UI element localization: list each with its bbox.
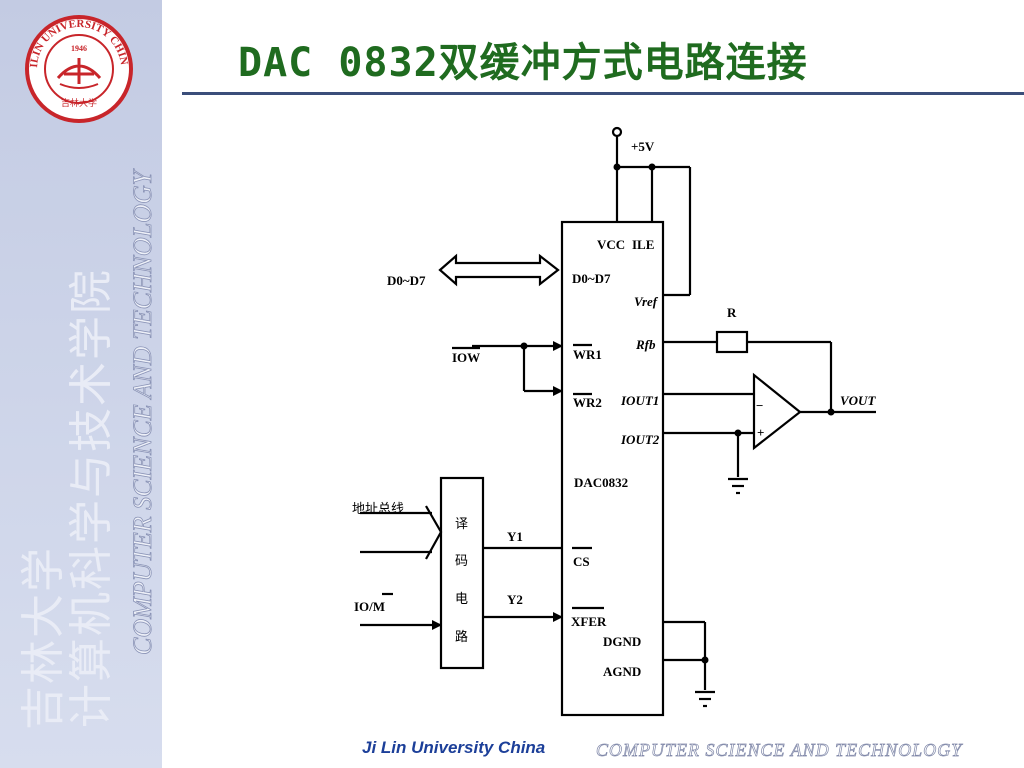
pin-wr2: WR2 bbox=[573, 395, 602, 410]
title-divider bbox=[182, 92, 1024, 95]
logo-seal-text: 吉林大学 bbox=[61, 97, 97, 108]
logo-year: 1946 bbox=[71, 44, 87, 53]
iow-label: IOW bbox=[452, 350, 480, 365]
decoder-char-3: 电 bbox=[455, 592, 468, 607]
pin-wr1: WR1 bbox=[573, 347, 602, 362]
circuit-diagram: +5V D0~D7 VCC ILE D0~D7 Vref Rfb WR1 WR2… bbox=[352, 126, 876, 717]
iom-label: IO/M bbox=[354, 599, 385, 614]
footer-department: COMPUTER SCIENCE AND TECHNOLOGY bbox=[596, 740, 963, 761]
supply-label: +5V bbox=[631, 139, 655, 154]
decoder-box bbox=[439, 476, 485, 670]
opamp-minus: − bbox=[756, 398, 763, 413]
footer-university: Ji Lin University China bbox=[362, 738, 546, 757]
slide-title: DAC 0832双缓冲方式电路连接 bbox=[238, 40, 808, 86]
supply-terminal bbox=[611, 126, 623, 138]
vout-label: VOUT bbox=[840, 393, 876, 408]
decoder-char-1: 译 bbox=[455, 517, 468, 532]
pin-rfb: Rfb bbox=[635, 337, 656, 352]
pin-vref: Vref bbox=[634, 294, 659, 309]
university-logo: JILIN UNIVERSITY CHINA 1946 吉林大学 bbox=[20, 14, 133, 123]
address-bus-label: 地址总线 bbox=[352, 502, 404, 517]
school-name-en: COMPUTER SCIENCE AND TECHNOLOGY bbox=[128, 170, 158, 655]
y1-label: Y1 bbox=[507, 529, 523, 544]
dac-chip-body bbox=[560, 220, 665, 717]
pin-iout2: IOUT2 bbox=[620, 432, 660, 447]
op-amp bbox=[752, 372, 802, 451]
resistor-label: R bbox=[727, 305, 737, 320]
data-bus-arrow bbox=[438, 253, 560, 287]
pin-ile: ILE bbox=[632, 237, 654, 252]
resistor-r bbox=[715, 330, 749, 354]
pin-iout1: IOUT1 bbox=[620, 393, 659, 408]
pin-dgnd: DGND bbox=[603, 634, 641, 649]
pin-agnd: AGND bbox=[603, 664, 641, 679]
pin-xfer: XFER bbox=[571, 614, 607, 629]
decoder-char-4: 路 bbox=[455, 629, 468, 645]
pin-data: D0~D7 bbox=[572, 271, 611, 286]
sidebar: JILIN UNIVERSITY CHINA 1946 吉林大学 吉林大学 计算… bbox=[0, 0, 162, 768]
pin-cs: CS bbox=[573, 554, 590, 569]
decoder-char-2: 码 bbox=[455, 554, 468, 569]
y2-label: Y2 bbox=[507, 592, 523, 607]
opamp-plus: + bbox=[757, 425, 764, 440]
chip-name: DAC0832 bbox=[574, 475, 628, 490]
pin-vcc: VCC bbox=[597, 237, 625, 252]
data-bus-label: D0~D7 bbox=[387, 273, 426, 288]
school-name-cn: 吉林大学 计算机科学与技术学院 bbox=[18, 268, 117, 730]
address-bus-arrowhead bbox=[425, 505, 443, 560]
